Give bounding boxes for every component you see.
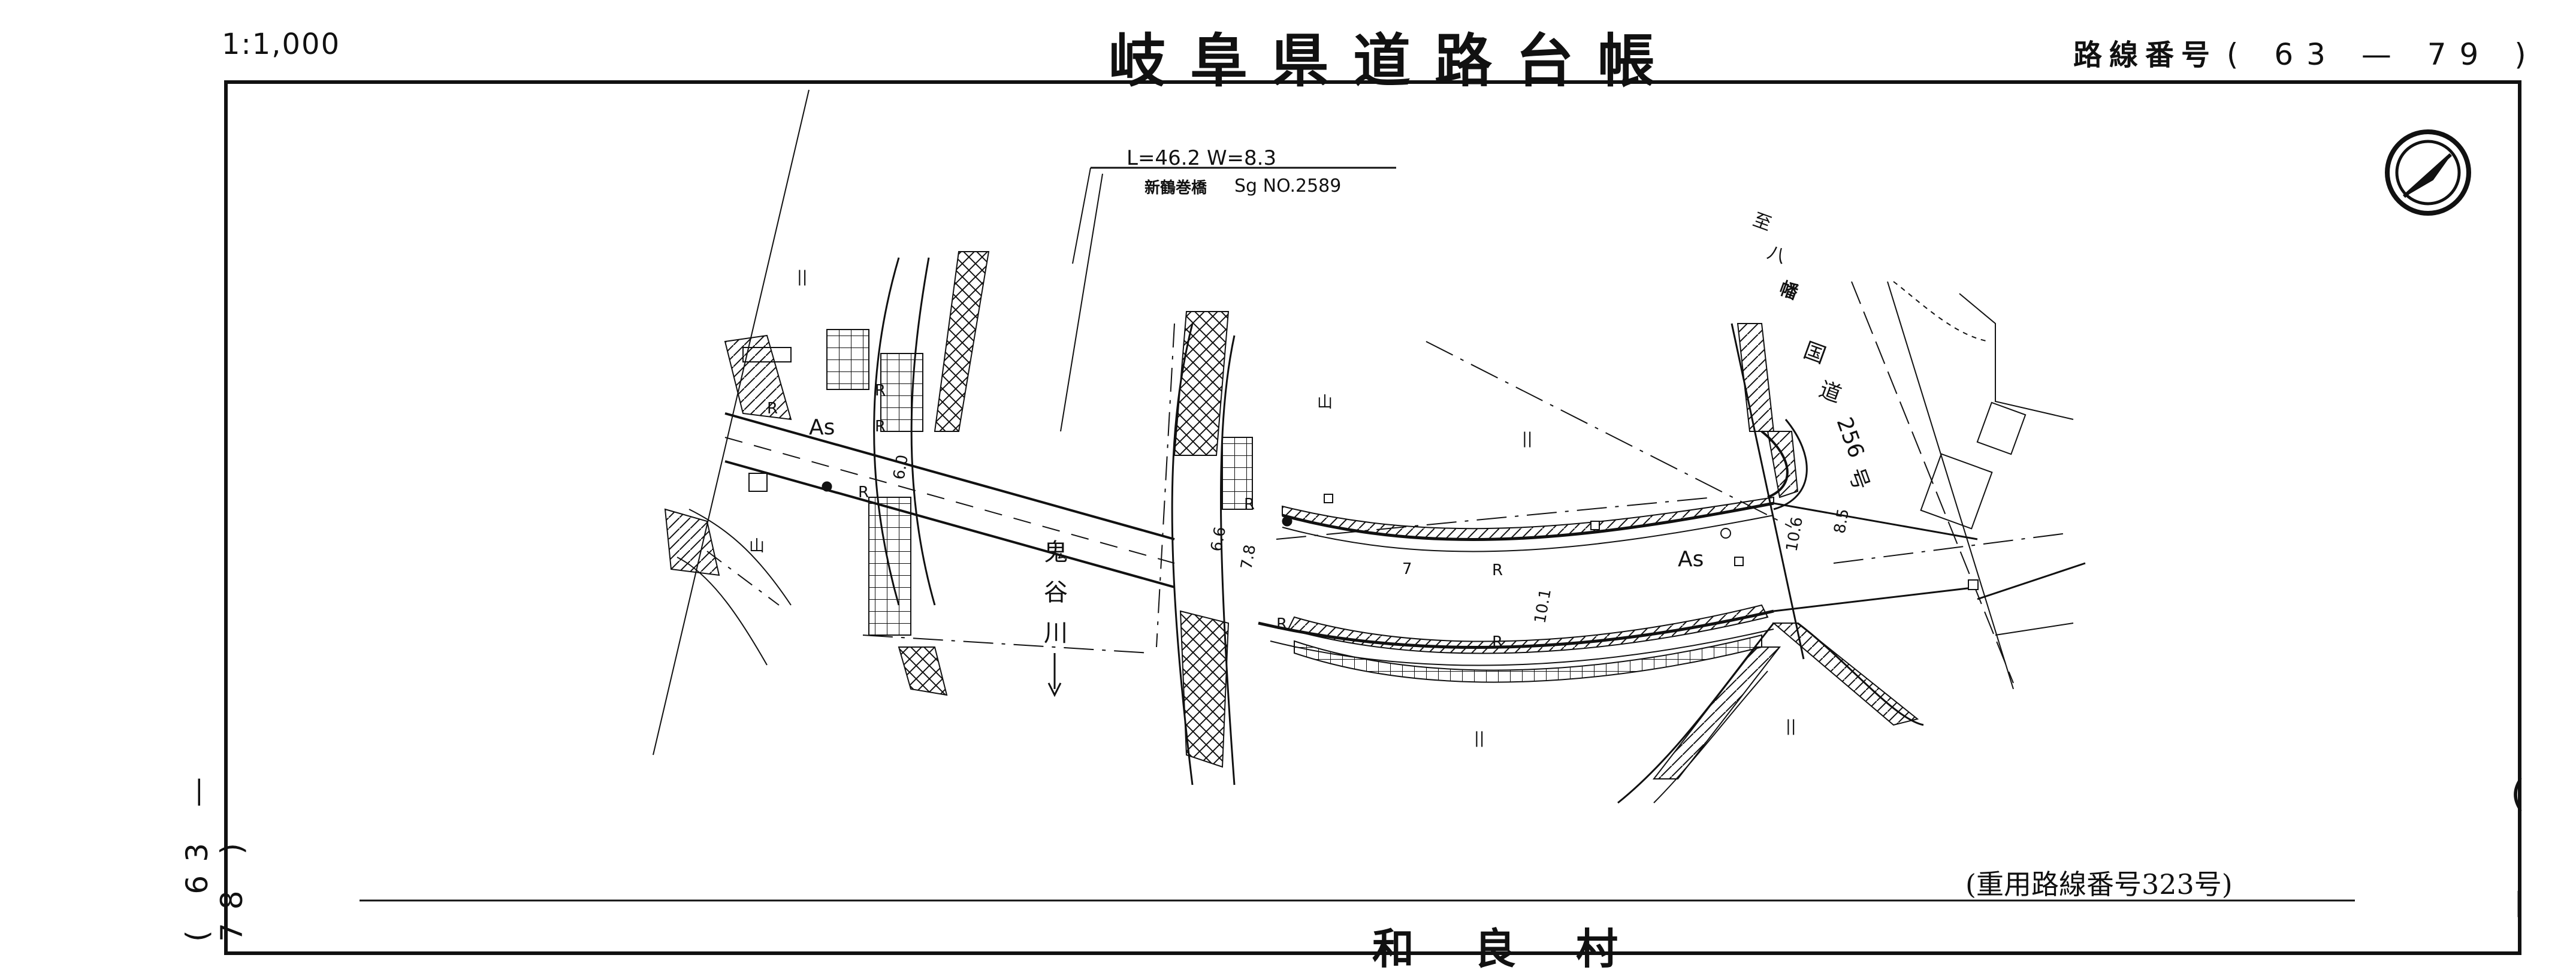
surface-label-left: As [809, 415, 835, 440]
field-mark: || [797, 268, 808, 286]
destination-char-2: 八 [1765, 242, 1789, 268]
curve-label: R [858, 484, 869, 501]
municipality-name: 和良村 [1372, 924, 1678, 974]
width-label: 10.1 [1531, 588, 1555, 625]
curve-label: R [1492, 561, 1503, 579]
route-number: 路線番号 ( 63 — 79 ) [2073, 31, 2539, 73]
river-name-char-3: 川 [1044, 620, 1068, 647]
bridge-name: 新鶴巻橋 [1144, 179, 1207, 197]
width-label: 6.0 [890, 454, 912, 481]
curve-label: R [1244, 495, 1255, 513]
route-number-value: ( 63 — 79 ) [2226, 37, 2539, 72]
map-scale: 1:1,000 [222, 28, 341, 61]
road-map-drawing: L=46.2 W=8.3 新鶴巻橋 Sg NO.2589 鬼 谷 川 至 八 幡… [360, 89, 2471, 902]
bridge-code: Sg NO.2589 [1234, 176, 1341, 197]
curve-label: R [875, 382, 886, 400]
width-label: 7.8 [1237, 543, 1260, 571]
surface-label-right: As [1678, 547, 1704, 572]
national-road-char-4: 号 [1843, 465, 1874, 494]
land-use-mark: 山 [1317, 394, 1333, 412]
route-number-label: 路線番号 [2073, 38, 2218, 72]
concurrent-route-note: (重用路線番号323号) [1965, 868, 2233, 901]
curve-label: R [767, 400, 778, 418]
national-road-number: 256 [1832, 414, 1869, 461]
width-label: 8.5 [1831, 507, 1853, 535]
destination-char-1: 至 [1750, 209, 1774, 235]
bridge-dimensions: L=46.2 W=8.3 [1127, 146, 1276, 170]
field-mark: || [1474, 729, 1485, 747]
curve-label: R [875, 418, 886, 436]
national-road-char-1: 国 [1800, 338, 1829, 368]
width-label: 7 [1402, 560, 1412, 578]
river-name-char-2: 谷 [1044, 579, 1068, 606]
width-label: 6.6 [1207, 525, 1230, 553]
destination-char-3: 幡 [1777, 278, 1801, 304]
national-road-char-2: 道 [1816, 377, 1844, 408]
curve-label: R [1276, 615, 1287, 633]
width-label: 10.6 [1783, 516, 1807, 553]
curve-label: R [1492, 633, 1503, 651]
field-mark: || [1522, 430, 1533, 448]
north-arrow-icon [2385, 129, 2471, 216]
land-use-mark: 山 [749, 537, 765, 555]
field-mark: || [1786, 717, 1796, 735]
river-name-char-1: 鬼 [1044, 539, 1068, 566]
